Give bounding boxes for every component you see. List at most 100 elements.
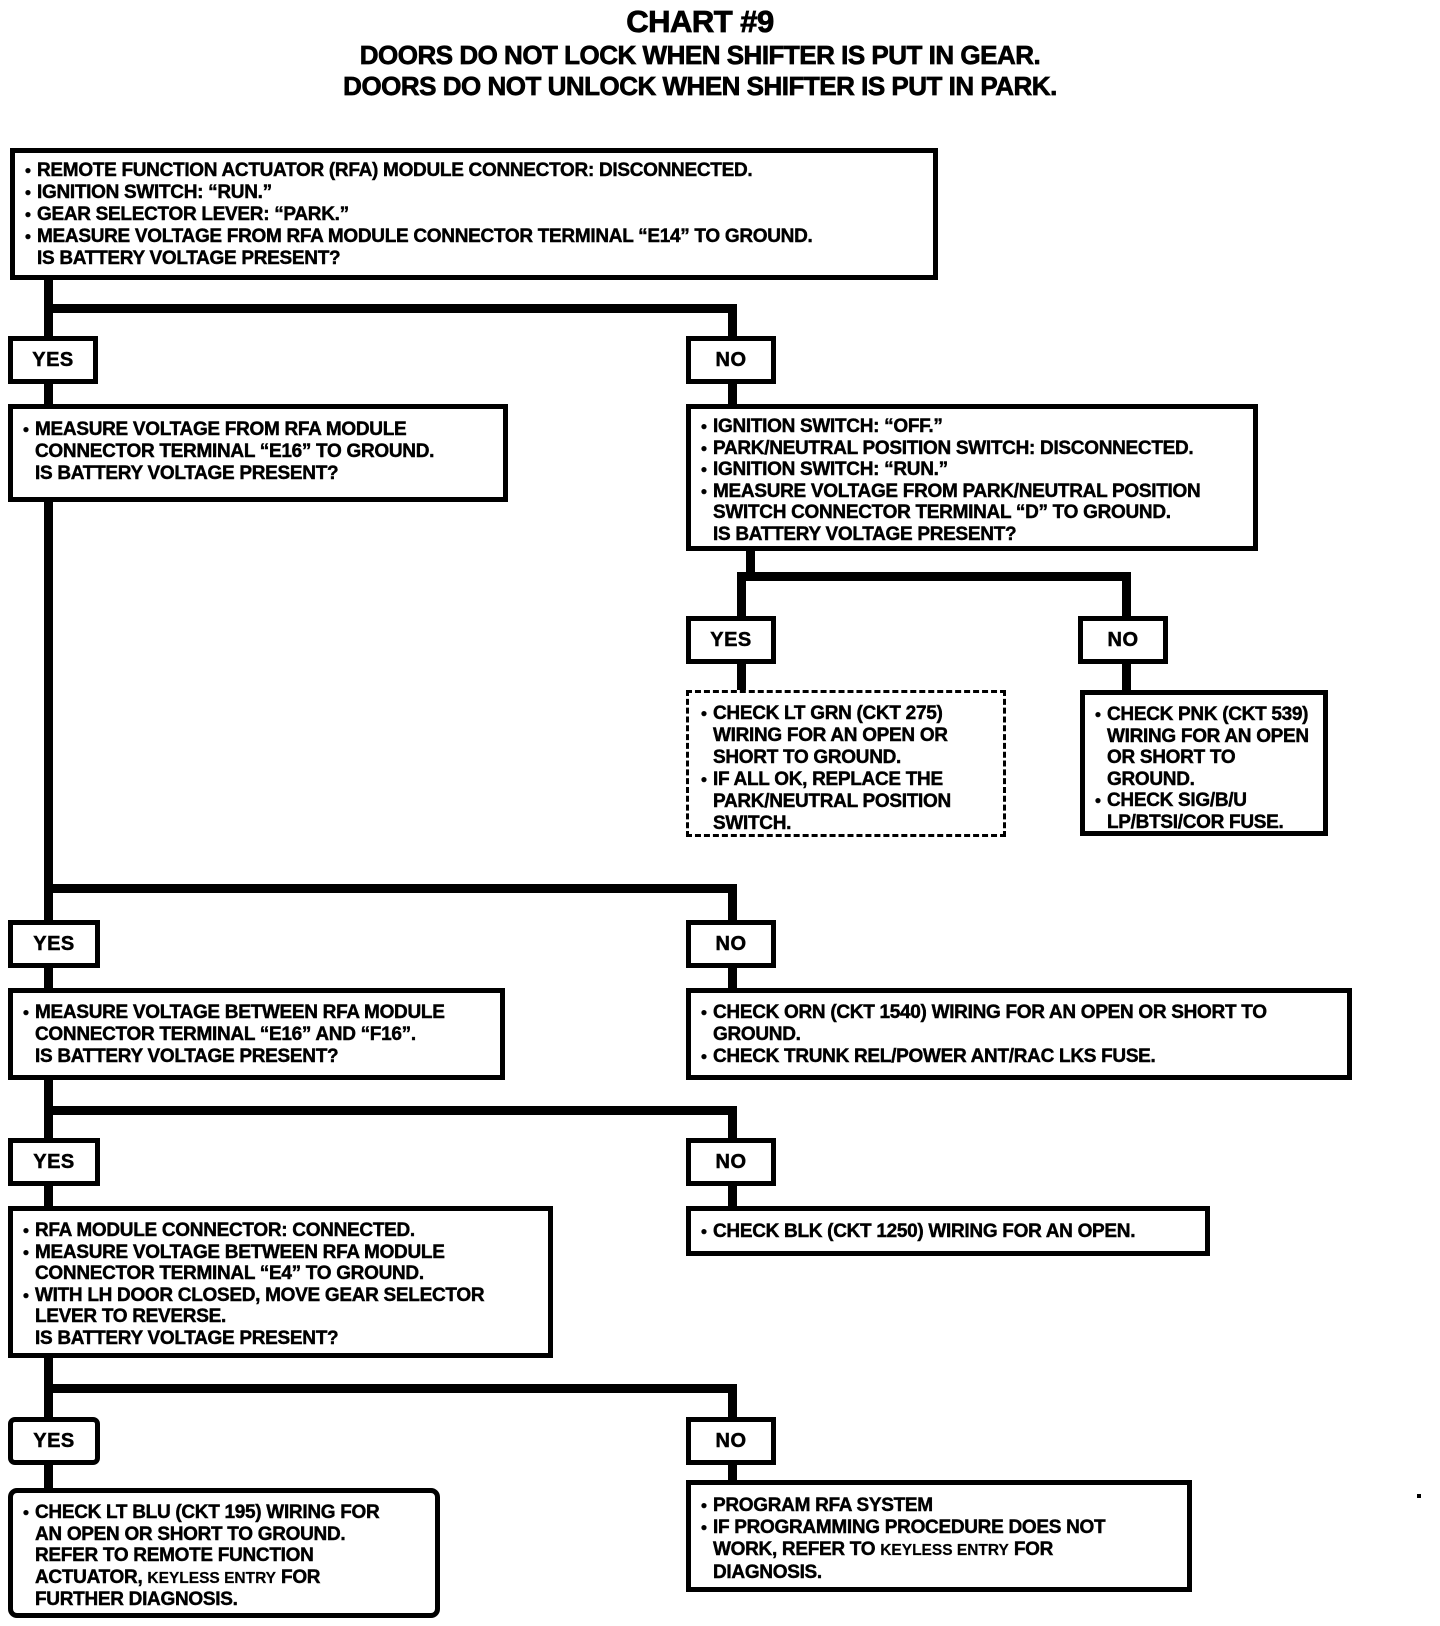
- scan-artifact-dot: [1417, 1494, 1421, 1498]
- no-text: NO: [715, 1150, 747, 1173]
- no-label-1: NO: [686, 336, 776, 384]
- connector-line: [44, 382, 53, 404]
- bullet-dot: •: [1095, 791, 1101, 810]
- connector-line: [728, 1463, 737, 1481]
- yes-text: YES: [710, 628, 752, 651]
- bullet-line: CHECK LT BLU (CKT 195) WIRING FOR: [35, 1502, 380, 1523]
- bullet-line: IS BATTERY VOLTAGE PRESENT?: [37, 248, 341, 269]
- bullet-line: RFA MODULE CONNECTOR: CONNECTED.: [35, 1220, 416, 1241]
- bullet-item: •IGNITION SWITCH: “OFF.”: [701, 416, 1245, 438]
- chart-subtitle-line2: DOORS DO NOT UNLOCK WHEN SHIFTER IS PUT …: [343, 71, 1058, 102]
- connector-line: [737, 662, 746, 690]
- bullet-line: GROUND.: [1107, 768, 1195, 790]
- bullet-item: • CHECK ORN (CKT 1540) WIRING FOR AN OPEN…: [701, 1002, 1339, 1046]
- bullet-text: IGNITION SWITCH: “RUN.”: [713, 459, 1245, 481]
- cross-reference-text: KEYLESS ENTRY: [880, 1542, 1009, 1559]
- bullet-item: • MEASURE VOLTAGE FROM PARK/NEUTRAL POSIT…: [701, 480, 1245, 546]
- program-rfa-box: •PROGRAM RFA SYSTEM•IF PROGRAMMING PROCE…: [686, 1480, 1192, 1592]
- bullet-line: LP/BTSI/COR FUSE.: [1107, 811, 1284, 833]
- yes-label-1: YES: [8, 336, 98, 384]
- bullet-item: • REMOTE FUNCTION ACTUATOR (RFA) MODULE C…: [25, 160, 925, 182]
- bullet-line: WITH LH DOOR CLOSED, MOVE GEAR SELECTOR: [35, 1284, 485, 1306]
- bullet-dot: •: [701, 1003, 707, 1022]
- connector-line: [737, 572, 1131, 581]
- bullet-dot: •: [701, 1496, 707, 1515]
- chart-number-title: CHART #9: [626, 4, 775, 40]
- connector-line: [746, 551, 755, 579]
- bullet-dot: •: [25, 183, 31, 202]
- bullet-line: REFER TO REMOTE FUNCTION: [35, 1545, 314, 1566]
- bullet-dot: •: [701, 1518, 707, 1537]
- bullet-text: PARK/NEUTRAL POSITION SWITCH: DISCONNECT…: [713, 437, 1245, 460]
- bullet-line: CONNECTOR TERMINAL “E16” AND “F16”.: [35, 1024, 417, 1045]
- check-orn-box: • CHECK ORN (CKT 1540) WIRING FOR AN OPEN…: [686, 988, 1352, 1080]
- bullet-text: GEAR SELECTOR LEVER: “PARK.”: [37, 204, 925, 226]
- bullet-dot: •: [701, 1047, 707, 1066]
- bullet-text: PROGRAM RFA SYSTEM: [713, 1495, 1179, 1517]
- bullet-line: AN OPEN OR SHORT TO GROUND.: [35, 1523, 346, 1545]
- connector-line: [44, 502, 53, 920]
- bullet-item: • PROGRAM RFA SYSTEM: [701, 1495, 1179, 1517]
- bullet-line: WORK, REFER TO KEYLESS ENTRY FOR: [713, 1539, 1054, 1560]
- connector-line: [728, 1184, 737, 1206]
- bullet-line: WIRING FOR AN OPEN OR: [713, 725, 948, 746]
- bullet-dot: •: [701, 438, 707, 458]
- bullet-line: DIAGNOSIS.: [713, 1562, 823, 1583]
- bullet-line: LEVER TO REVERSE.: [35, 1306, 227, 1327]
- bullet-line: CHECK PNK (CKT 539): [1107, 704, 1309, 725]
- check-lt-grn-box: •CHECK LT GRN (CKT 275)WIRING FOR AN OPE…: [686, 690, 1006, 837]
- bullet-dot: •: [25, 205, 31, 224]
- bullet-line: SHORT TO GROUND.: [713, 747, 902, 768]
- bullet-item: •CHECK BLK (CKT 1250) WIRING FOR AN OPEN…: [701, 1221, 1197, 1243]
- bullet-dot: •: [23, 1003, 29, 1022]
- yes-label-5: YES: [8, 1417, 100, 1465]
- no-text: NO: [715, 1429, 747, 1452]
- connector-line: [44, 1463, 53, 1488]
- start-box: • REMOTE FUNCTION ACTUATOR (RFA) MODULE C…: [10, 148, 938, 280]
- connector-line: [44, 1106, 737, 1115]
- yes-text: YES: [33, 932, 75, 955]
- bullet-line: MEASURE VOLTAGE FROM RFA MODULE: [35, 419, 407, 440]
- bullet-line: IS BATTERY VOLTAGE PRESENT?: [35, 463, 339, 484]
- bullet-dot: •: [701, 481, 707, 501]
- connector-line: [44, 1184, 53, 1206]
- bullet-line: CONNECTOR TERMINAL “E4” TO GROUND.: [35, 1263, 425, 1284]
- connector-line: [44, 884, 737, 893]
- bullet-dot: •: [25, 161, 31, 180]
- bullet-item: • CHECK TRUNK REL/POWER ANT/RAC LKS FUSE.: [701, 1046, 1339, 1068]
- bullet-line: CHECK BLK (CKT 1250) WIRING FOR AN OPEN.: [713, 1221, 1136, 1242]
- bullet-line: CHECK SIG/B/U: [1107, 790, 1247, 811]
- bullet-line: REMOTE FUNCTION ACTUATOR (RFA) MODULE CO…: [37, 160, 753, 181]
- bullet-line: GROUND.: [713, 1024, 801, 1045]
- no-label-5: NO: [686, 1417, 776, 1465]
- bullet-line: CHECK LT GRN (CKT 275): [713, 703, 943, 724]
- connector-line: [728, 304, 737, 336]
- bullet-item: • IGNITION SWITCH: “RUN.”: [25, 182, 925, 204]
- connector-line: [1122, 662, 1131, 690]
- yes-label-4: YES: [8, 1138, 100, 1186]
- no-label-4: NO: [686, 1138, 776, 1186]
- bullet-line: MEASURE VOLTAGE FROM PARK/NEUTRAL POSITI…: [713, 480, 1201, 502]
- bullet-line: CHECK TRUNK REL/POWER ANT/RAC LKS FUSE.: [713, 1046, 1156, 1067]
- bullet-text: CHECK ORN (CKT 1540) WIRING FOR AN OPEN …: [713, 1002, 1339, 1046]
- cross-reference-text: KEYLESS ENTRY: [147, 1569, 277, 1587]
- connector-line: [44, 964, 53, 988]
- rfa-connected-test-box: •RFA MODULE CONNECTOR: CONNECTED.•MEASUR…: [8, 1206, 553, 1358]
- bullet-dot: •: [23, 1503, 29, 1522]
- connector-line: [728, 964, 737, 988]
- check-blk-box: •CHECK BLK (CKT 1250) WIRING FOR AN OPEN…: [686, 1206, 1210, 1256]
- bullet-text: IGNITION SWITCH: “RUN.”: [37, 182, 925, 204]
